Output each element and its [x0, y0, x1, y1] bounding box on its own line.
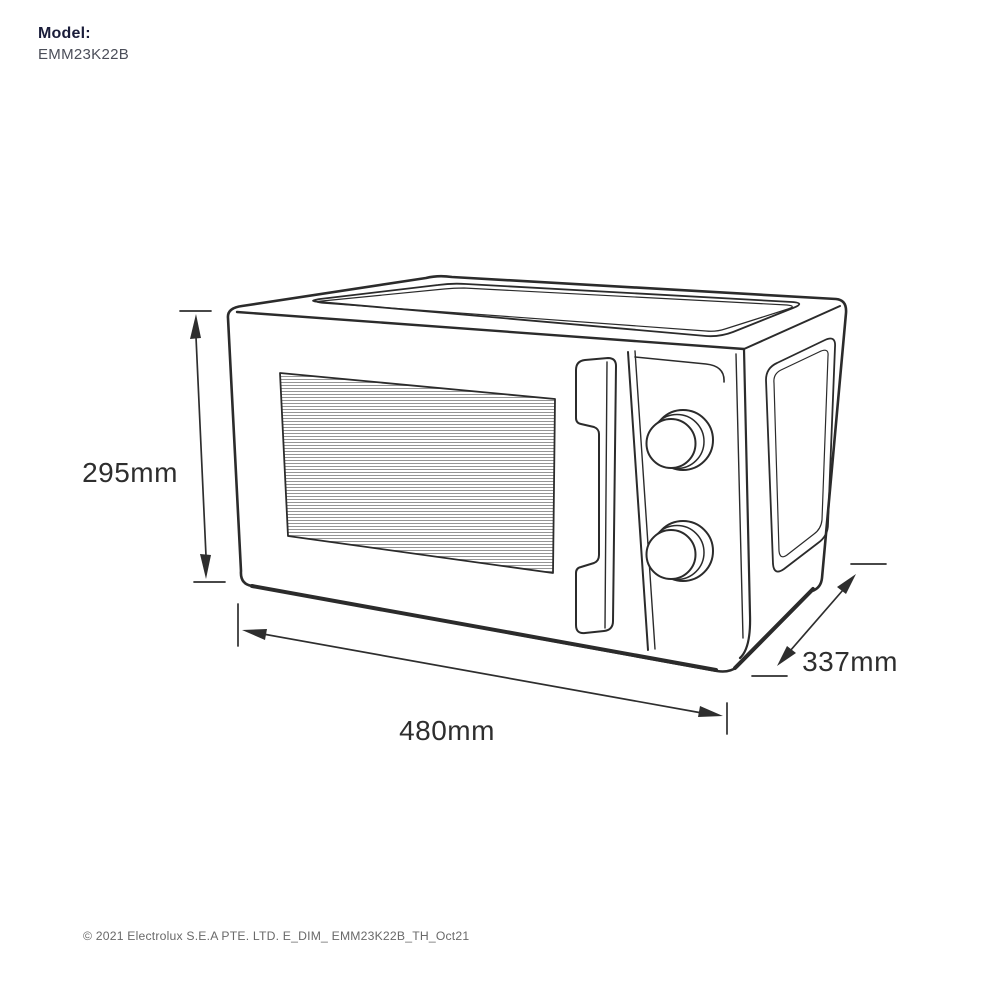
model-number: EMM23K22B	[38, 46, 130, 63]
height-arrow-up	[190, 314, 201, 339]
front-right-edge-inner	[735, 353, 744, 639]
depth-dimension	[751, 563, 887, 677]
front-right-edge-outer	[738, 347, 752, 660]
control-panel-top-edge	[634, 356, 725, 383]
model-label: Model:	[38, 25, 91, 42]
control-panel-knob-lower	[645, 520, 714, 582]
knob-lower-face	[645, 529, 697, 580]
control-panel-knob-upper	[645, 409, 714, 471]
bottom-front-edge	[250, 584, 718, 672]
side-inset-inner	[773, 349, 829, 558]
height-arrow-down	[200, 554, 211, 579]
width-dimension	[237, 603, 728, 735]
depth-dim-line	[789, 589, 844, 652]
height-dimension-label: 295mm	[82, 457, 178, 488]
control-panel-divider-outer	[627, 351, 649, 651]
microwave-drawing	[226, 274, 848, 673]
top-inset-inner	[316, 287, 793, 332]
door-handle-edge-line	[604, 361, 608, 629]
depth-arrow-lower	[777, 646, 796, 666]
width-arrow-right	[698, 706, 723, 717]
top-inset-outer	[312, 282, 801, 338]
top-right-edge	[743, 305, 841, 350]
depth-arrow-upper	[837, 574, 856, 594]
depth-dimension-label: 337mm	[802, 646, 898, 677]
door-window	[279, 372, 556, 574]
side-inset-outer	[765, 337, 836, 573]
width-dimension-label: 480mm	[399, 715, 495, 746]
model-block: Model: EMM23K22B	[38, 24, 129, 65]
bottom-side-edge	[733, 587, 815, 670]
top-front-edge	[235, 310, 746, 351]
control-panel-divider-inner	[634, 350, 656, 650]
copyright-note: © 2021 Electrolux S.E.A PTE. LTD. E_DIM_…	[83, 929, 470, 943]
height-dim-line	[195, 336, 207, 557]
knob-upper-face	[645, 418, 697, 469]
width-arrow-left	[242, 629, 267, 640]
width-dim-line	[262, 633, 703, 714]
height-dimension	[179, 310, 226, 583]
dimension-annotations: 295mm 480mm 337mm	[82, 310, 898, 746]
